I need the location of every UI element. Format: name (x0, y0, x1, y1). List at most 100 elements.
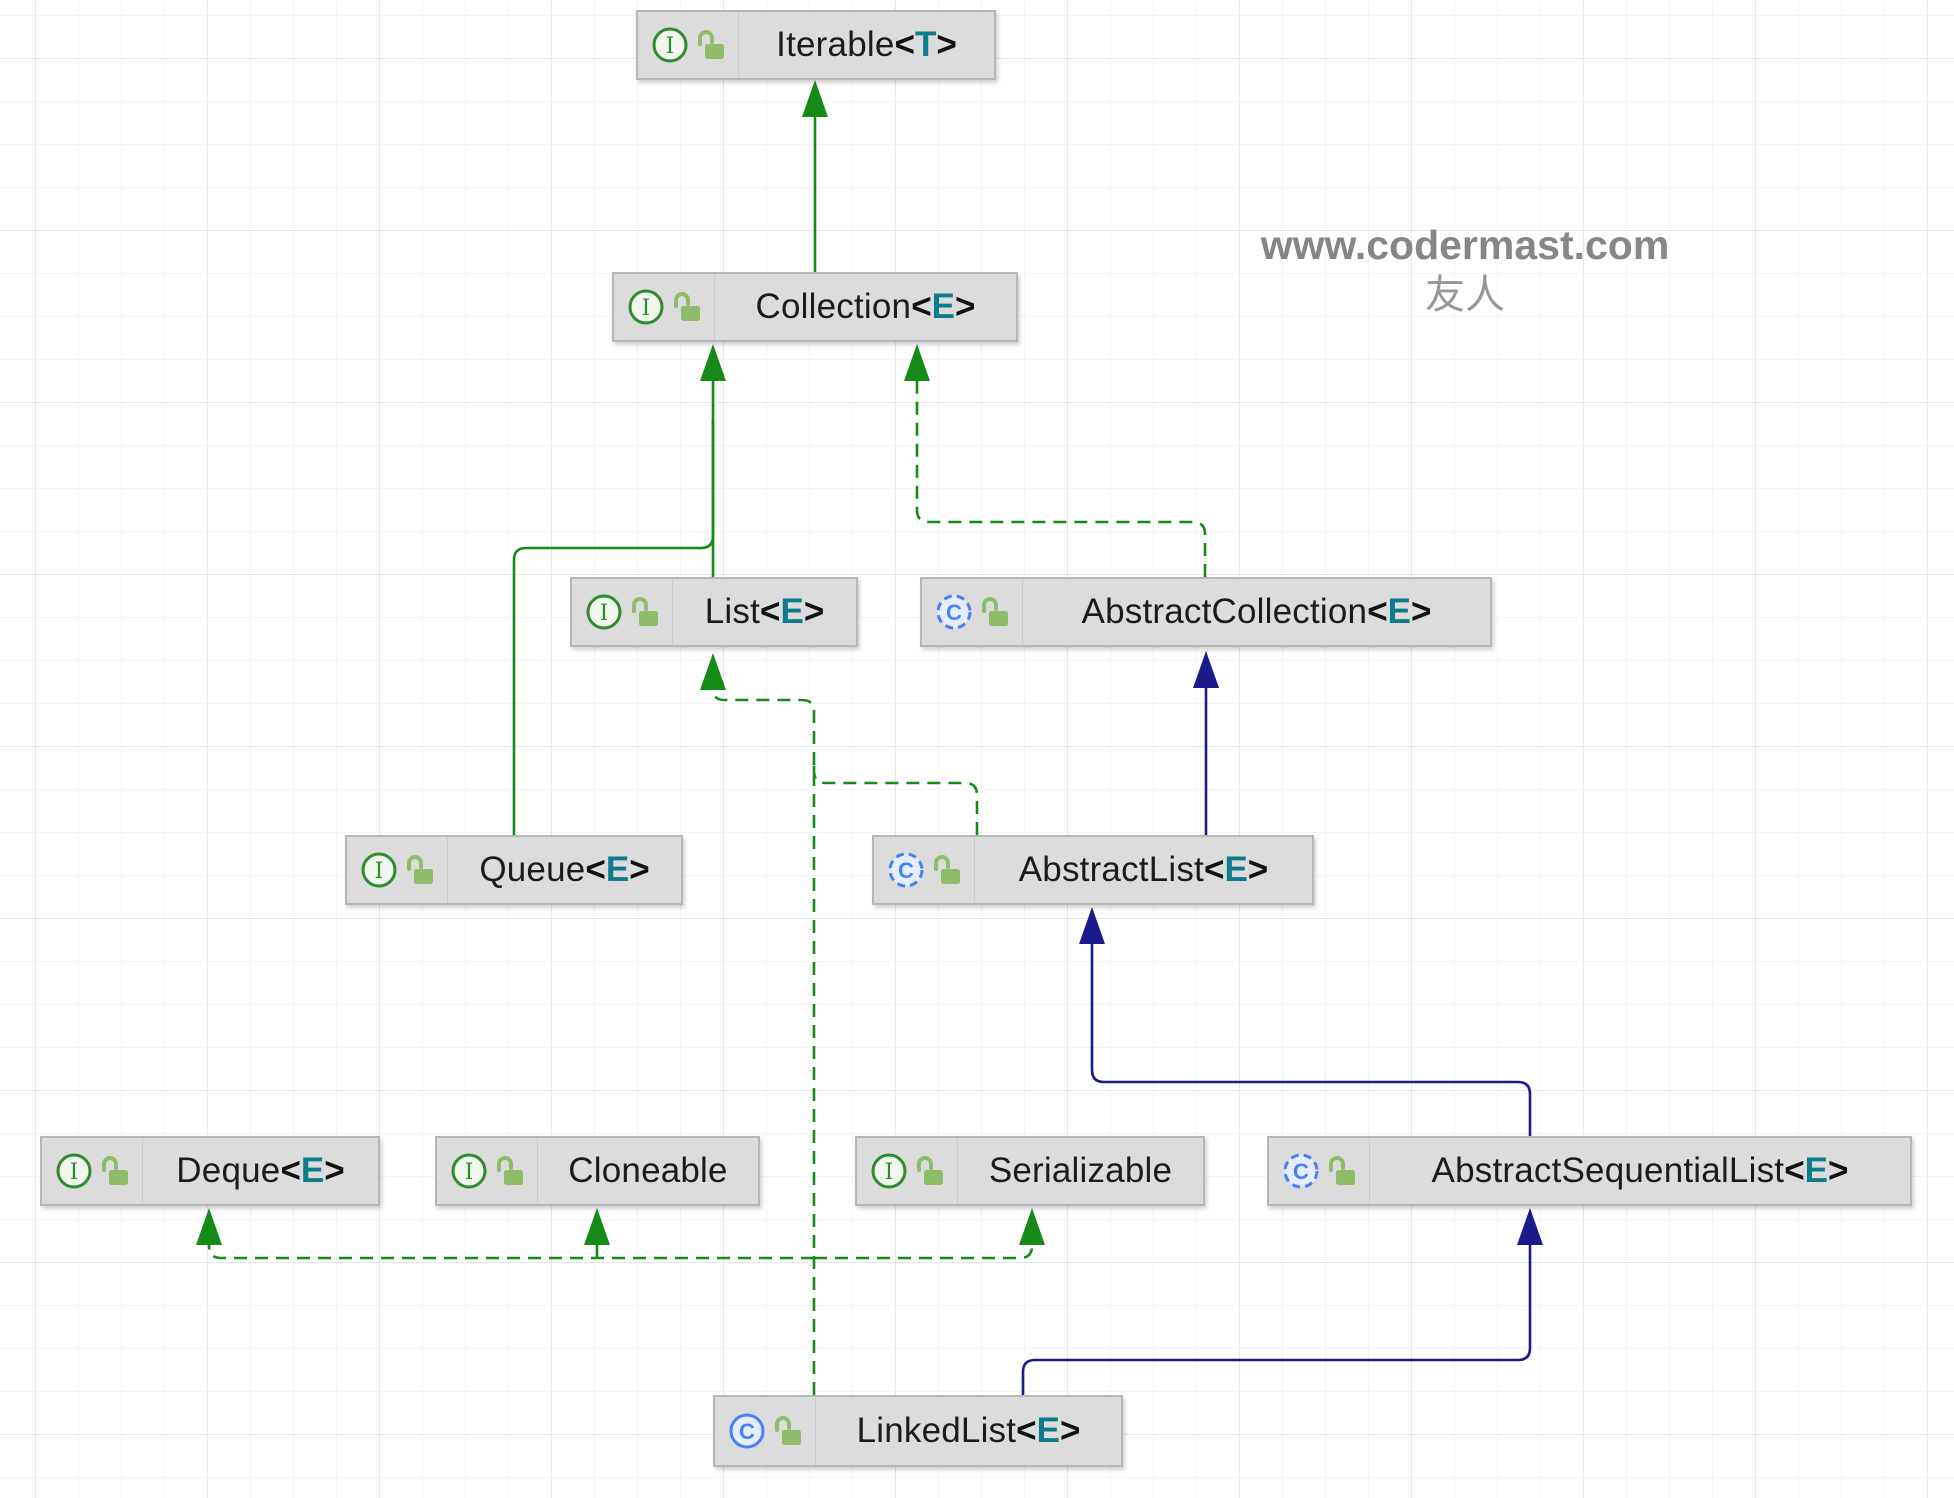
generic-close-bracket: > (629, 850, 650, 889)
class-name: AbstractCollection (1081, 592, 1368, 631)
generic-close-bracket: > (1059, 1411, 1081, 1450)
public-lock-icon (934, 855, 960, 884)
generic-param: E (1036, 1411, 1060, 1450)
generic-close-bracket: > (324, 1151, 345, 1190)
svg-text:I: I (600, 601, 609, 626)
generic-open-bracket: < (1016, 1411, 1037, 1450)
class-name: Iterable (776, 25, 895, 64)
class-name: List (704, 592, 760, 631)
node-icon-cell: I (42, 1138, 143, 1204)
node-collection[interactable]: I Collection<E> (612, 272, 1018, 342)
generic-close-bracket: > (803, 592, 825, 631)
generic-param: E (605, 850, 630, 889)
arrowhead-linkedlist-extends-asl (1517, 1208, 1543, 1245)
edge-linkedlist-implements-serializable (814, 1245, 1034, 1260)
generic-param: E (1804, 1151, 1829, 1190)
arrowhead-list-extends-collection (700, 344, 726, 381)
node-list[interactable]: I List<E> (570, 577, 858, 647)
node-label: Queue<E> (448, 837, 681, 903)
svg-text:C: C (739, 1419, 755, 1444)
node-serializable[interactable]: I Serializable (855, 1136, 1205, 1206)
generic-param: E (931, 287, 956, 326)
interface-icon: I (586, 594, 622, 630)
node-icon-cell: I (347, 837, 448, 903)
public-lock-icon (1329, 1156, 1355, 1185)
node-deque[interactable]: I Deque<E> (40, 1136, 380, 1206)
node-icon-cell: I (437, 1138, 538, 1204)
node-icon-cell: I (638, 12, 739, 78)
node-icon-cell: C (922, 579, 1023, 645)
generic-param: E (1224, 850, 1248, 889)
generic-param: E (300, 1151, 325, 1190)
svg-text:I: I (70, 1160, 79, 1185)
generic-open-bracket: < (585, 850, 606, 889)
interface-icon: I (56, 1153, 92, 1189)
arrowhead-linkedlist-implements-deque-cloneable (196, 1208, 222, 1245)
generic-param: E (780, 592, 804, 631)
class-name: Collection (755, 287, 912, 326)
generic-close-bracket: > (1411, 592, 1432, 631)
generic-open-bracket: < (760, 592, 781, 631)
edge-linkedlist-extends-asl (1021, 1244, 1532, 1395)
svg-text:C: C (1293, 1159, 1309, 1184)
node-icon-cell: I (572, 579, 673, 645)
arrowhead-linkedlist-implements-serializable (1019, 1208, 1045, 1245)
interface-icon: I (871, 1153, 907, 1189)
node-label: Serializable (958, 1138, 1203, 1204)
arrowhead-abstractlist-extends-abstractcollection (1193, 651, 1219, 688)
svg-text:I: I (375, 859, 384, 884)
public-lock-icon (102, 1156, 128, 1185)
edge-queue-extends-collection (512, 420, 715, 835)
public-lock-icon (698, 30, 724, 59)
node-icon-cell: C (715, 1397, 816, 1465)
edge-abstractlist-implements-list (812, 763, 979, 835)
node-cloneable[interactable]: I Cloneable (435, 1136, 760, 1206)
arrowhead-abstractcollection-implements-collection (904, 344, 930, 381)
generic-param: E (1387, 592, 1412, 631)
abstract-class-icon: C (936, 594, 972, 630)
node-label: Deque<E> (143, 1138, 378, 1204)
node-linked-list[interactable]: C LinkedList<E> (713, 1395, 1123, 1467)
arrowhead-linkedlist-implements-list (700, 653, 726, 690)
interface-icon: I (361, 852, 397, 888)
generic-param: T (914, 25, 937, 64)
generic-close-bracket: > (1247, 850, 1269, 889)
public-lock-icon (775, 1416, 801, 1445)
node-label: List<E> (673, 579, 856, 645)
edge-linkedlist-implements-list (711, 689, 816, 1395)
class-name: Cloneable (568, 1151, 728, 1190)
node-iterable[interactable]: I Iterable<T> (636, 10, 996, 80)
node-label: Collection<E> (715, 274, 1016, 340)
generic-close-bracket: > (936, 25, 957, 64)
public-lock-icon (407, 855, 433, 884)
public-lock-icon (674, 292, 700, 321)
class-name: Serializable (988, 1151, 1173, 1190)
node-label: AbstractSequentialList<E> (1370, 1138, 1910, 1204)
interface-icon: I (628, 289, 664, 325)
node-label: AbstractCollection<E> (1023, 579, 1490, 645)
node-abstract-collection[interactable]: C AbstractCollection<E> (920, 577, 1492, 647)
svg-text:C: C (946, 600, 962, 625)
class-icon: C (729, 1413, 765, 1449)
generic-open-bracket: < (1203, 850, 1225, 889)
node-abstract-sequential-list[interactable]: C AbstractSequentialList<E> (1267, 1136, 1912, 1206)
arrowhead-linkedlist-implements-cloneable-stub (584, 1208, 610, 1245)
public-lock-icon (497, 1156, 523, 1185)
class-name: Deque (176, 1151, 281, 1190)
abstract-class-icon: C (888, 852, 924, 888)
interface-icon: I (451, 1153, 487, 1189)
svg-text:I: I (465, 1160, 474, 1185)
generic-open-bracket: < (894, 25, 915, 64)
generic-open-bracket: < (1784, 1151, 1805, 1190)
node-label: LinkedList<E> (816, 1397, 1121, 1465)
node-label: Iterable<T> (739, 12, 994, 78)
edge-linkedlist-implements-deque-cloneable (207, 1245, 814, 1260)
arrowhead-collection-extends-iterable (802, 80, 828, 117)
class-name: Queue (479, 850, 586, 889)
generic-open-bracket: < (911, 287, 932, 326)
interface-icon: I (652, 27, 688, 63)
node-icon-cell: C (874, 837, 975, 903)
class-name: LinkedList (856, 1411, 1017, 1450)
node-queue[interactable]: I Queue<E> (345, 835, 683, 905)
